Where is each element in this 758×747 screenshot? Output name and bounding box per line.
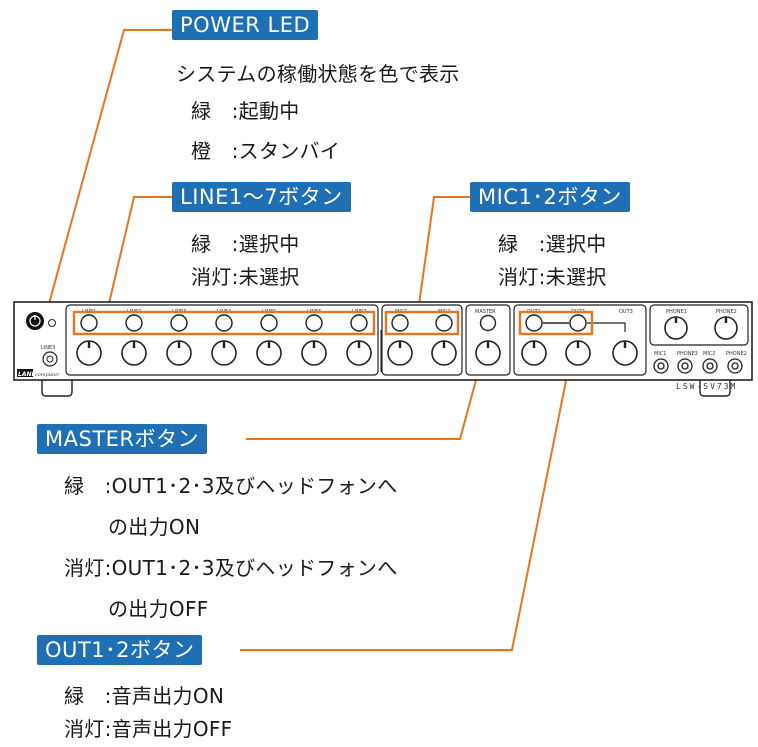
svg-text:MIC1: MIC1	[654, 351, 666, 357]
svg-text:PHONE1: PHONE1	[666, 309, 687, 315]
svg-text:computer: computer	[35, 372, 60, 378]
mic-buttons-tag: MIC1･2ボタン	[470, 182, 630, 212]
master-green-line1: 緑 :OUT1･2･3及びヘッドフォンへ	[64, 474, 398, 498]
power-section: LINE3 LAND computer	[17, 312, 60, 378]
callout-power-led	[43, 29, 175, 323]
mic-buttons-green: 緑 :選択中	[498, 232, 607, 256]
callout-mic-buttons	[417, 196, 470, 313]
svg-text:MIC2: MIC2	[703, 351, 715, 357]
mic1-button	[391, 314, 409, 332]
power-button-icon	[26, 312, 44, 330]
mic-buttons-off: 消灯:未選択	[498, 265, 607, 289]
out2-button	[569, 314, 587, 332]
line-buttons-off: 消灯:未選択	[191, 265, 300, 289]
out-tag: OUT1･2ボタン	[37, 635, 203, 665]
svg-text:PHONE2: PHONE2	[716, 309, 737, 315]
line5-button	[260, 314, 278, 332]
master-button	[479, 314, 497, 332]
out-off: 消灯:音声出力OFF	[64, 717, 233, 741]
line3-jack-label: LINE3	[41, 345, 55, 351]
line1-button	[80, 314, 98, 332]
brand-logo	[17, 369, 33, 377]
mic-buttons	[391, 314, 453, 332]
svg-text:PHONE2: PHONE2	[726, 351, 747, 357]
line6-button	[305, 314, 323, 332]
power-led-tag: POWER LED	[172, 10, 319, 40]
line-buttons-green: 緑 :選択中	[191, 232, 300, 256]
out-buttons	[525, 314, 587, 332]
mic2-button	[435, 314, 453, 332]
master-off-line1: 消灯:OUT1･2･3及びヘッドフォンへ	[64, 556, 398, 580]
power-led-orange: 橙 :スタンバイ	[191, 139, 341, 163]
svg-text:PHONE3: PHONE3	[677, 351, 698, 357]
callout-out	[240, 335, 576, 651]
master-tag: MASTERボタン	[37, 424, 208, 454]
out1-button	[525, 314, 543, 332]
master-green-line2: の出力ON	[108, 515, 201, 539]
jacks	[653, 358, 743, 374]
line2-button	[125, 314, 143, 332]
power-led-desc: システムの稼働状態を色で表示	[176, 62, 460, 86]
power-led-green: 緑 :起動中	[191, 99, 300, 123]
callout-line-buttons	[106, 196, 175, 313]
line-buttons-highlight	[72, 310, 376, 336]
mic-buttons-highlight	[384, 310, 460, 336]
svg-text:MASTER: MASTER	[475, 309, 496, 315]
line-buttons	[80, 314, 368, 332]
svg-text:LAND: LAND	[18, 371, 36, 378]
out-buttons-highlight	[518, 310, 594, 336]
line7-button	[350, 314, 368, 332]
line-buttons-tag: LINE1～7ボタン	[172, 182, 351, 212]
power-led-icon	[48, 319, 56, 327]
line4-button	[215, 314, 233, 332]
master-off-line2: の出力OFF	[108, 597, 209, 621]
section-frames	[65, 304, 749, 376]
svg-text:OUT3: OUT3	[619, 309, 633, 315]
knob-indicators	[87, 317, 728, 348]
model-number: LSW-SV73M	[676, 382, 737, 391]
line3-button	[170, 314, 188, 332]
out-green: 緑 :音声出力ON	[64, 684, 225, 708]
